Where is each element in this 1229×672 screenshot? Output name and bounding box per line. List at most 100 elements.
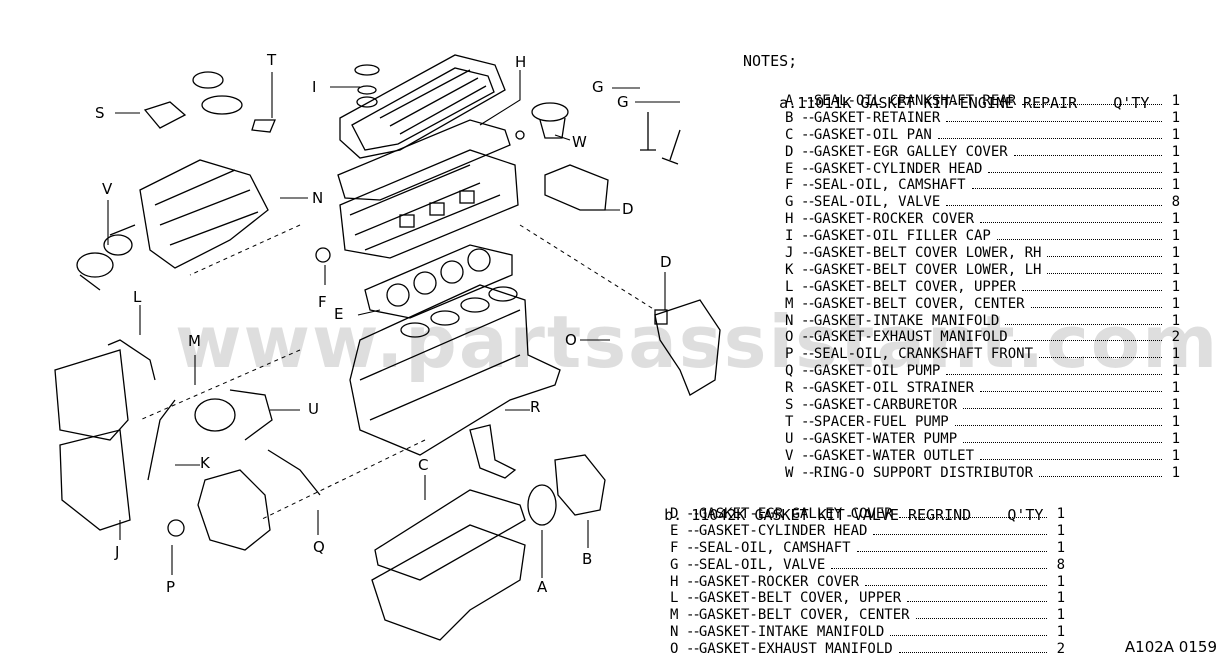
part-qty: 1 (1171, 397, 1180, 414)
callout-e: E (334, 305, 344, 323)
exhaust-manifold-part (654, 299, 721, 396)
part-qty: 1 (1171, 143, 1180, 160)
callout-d-egr: D (622, 200, 634, 218)
dot-leader (1039, 475, 1162, 477)
callout-w: W (572, 133, 587, 151)
part-qty: 8 (1171, 194, 1180, 211)
code-separator: -- (686, 506, 701, 522)
part-qty: 1 (1171, 160, 1180, 177)
part-name: GASKET-BELT COVER, CENTER (813, 295, 1025, 312)
part-code: L (785, 278, 794, 295)
callout-s: S (95, 104, 105, 122)
dot-leader (915, 618, 1047, 620)
kit-a-part-no: 11011K (797, 94, 852, 112)
valves-part (640, 112, 681, 165)
callout-a: A (537, 578, 548, 596)
part-code: G (785, 194, 794, 211)
part-qty: 1 (1056, 590, 1065, 607)
dot-leader (963, 441, 1162, 443)
part-name: SEAL-OIL CRANKSHAFT REAR (813, 93, 1017, 109)
part-qty: 2 (1171, 329, 1180, 346)
code-separator: -- (801, 464, 816, 481)
part-name: RING-O SUPPORT DISTRIBUTOR (813, 464, 1034, 481)
part-code: S (785, 397, 794, 414)
part-code: E (670, 522, 679, 539)
callout-k: K (200, 454, 210, 472)
kit-b-header: b. 11042K GASKET KIT-VALVE REGRIND Q'TY (628, 488, 1043, 542)
part-name: SPACER-FUEL PUMP (813, 413, 949, 430)
part-code: J (785, 245, 794, 262)
rear-seal-retainer-part (527, 454, 606, 526)
part-code: A (785, 93, 794, 109)
part-qty: 1 (1171, 295, 1180, 312)
code-separator: -- (801, 228, 816, 245)
part-qty: 1 (1171, 346, 1180, 363)
part-code: F (670, 539, 679, 556)
part-code: H (785, 211, 794, 228)
code-separator: -- (801, 278, 816, 295)
part-code: O (785, 329, 794, 346)
kit-a-desc: GASKET KIT-ENGINE REPAIR (860, 94, 1078, 112)
part-qty: 1 (1171, 228, 1180, 245)
part-qty: 1 (1056, 539, 1065, 556)
callout-d-exhaust: D (660, 253, 672, 271)
dot-leader (971, 188, 1162, 190)
part-name: GASKET-RETAINER (813, 109, 941, 126)
code-separator: -- (686, 573, 701, 590)
part-qty: 1 (1171, 245, 1180, 262)
part-code: I (785, 228, 794, 245)
callout-g-lower: G (617, 93, 629, 111)
part-row: L --GASKET-BELT COVER, UPPER 1 (785, 279, 1180, 296)
part-qty: 1 (1171, 380, 1180, 397)
part-name: GASKET-OIL FILLER CAP (813, 228, 991, 245)
kit-b-marker: b. (664, 506, 683, 524)
part-qty: 1 (1171, 278, 1180, 295)
part-code: R (785, 380, 794, 397)
code-separator: -- (801, 295, 816, 312)
part-name: GASKET-OIL PAN (813, 126, 932, 143)
part-code: D (785, 143, 794, 160)
part-code: N (785, 312, 794, 329)
code-separator: -- (801, 245, 816, 262)
dot-leader (1030, 306, 1162, 308)
timing-belt-covers-part (54, 339, 176, 531)
callout-b: B (582, 550, 593, 568)
code-separator: -- (686, 522, 701, 539)
code-separator: -- (686, 641, 701, 658)
part-code: W (785, 464, 794, 481)
dot-leader (946, 374, 1162, 376)
distributor-part (515, 102, 569, 140)
part-qty: 1 (1171, 447, 1180, 464)
dot-leader (1013, 340, 1162, 342)
part-code: T (785, 413, 794, 430)
part-name: GASKET-BELT COVER, UPPER (813, 278, 1017, 295)
part-code: K (785, 261, 794, 278)
part-qty: 1 (1171, 413, 1180, 430)
part-qty: 1 (1171, 93, 1180, 109)
part-qty: 8 (1056, 556, 1065, 573)
part-code: B (785, 109, 794, 126)
camshaft-seal-part (315, 247, 331, 263)
carburetor-gasket-part (143, 101, 187, 129)
cylinder-head-gasket-part (364, 244, 513, 319)
figure-reference: A102A 0159 (1124, 638, 1217, 656)
leader-lines (107, 70, 680, 578)
exploded-engine-drawing (54, 54, 721, 641)
